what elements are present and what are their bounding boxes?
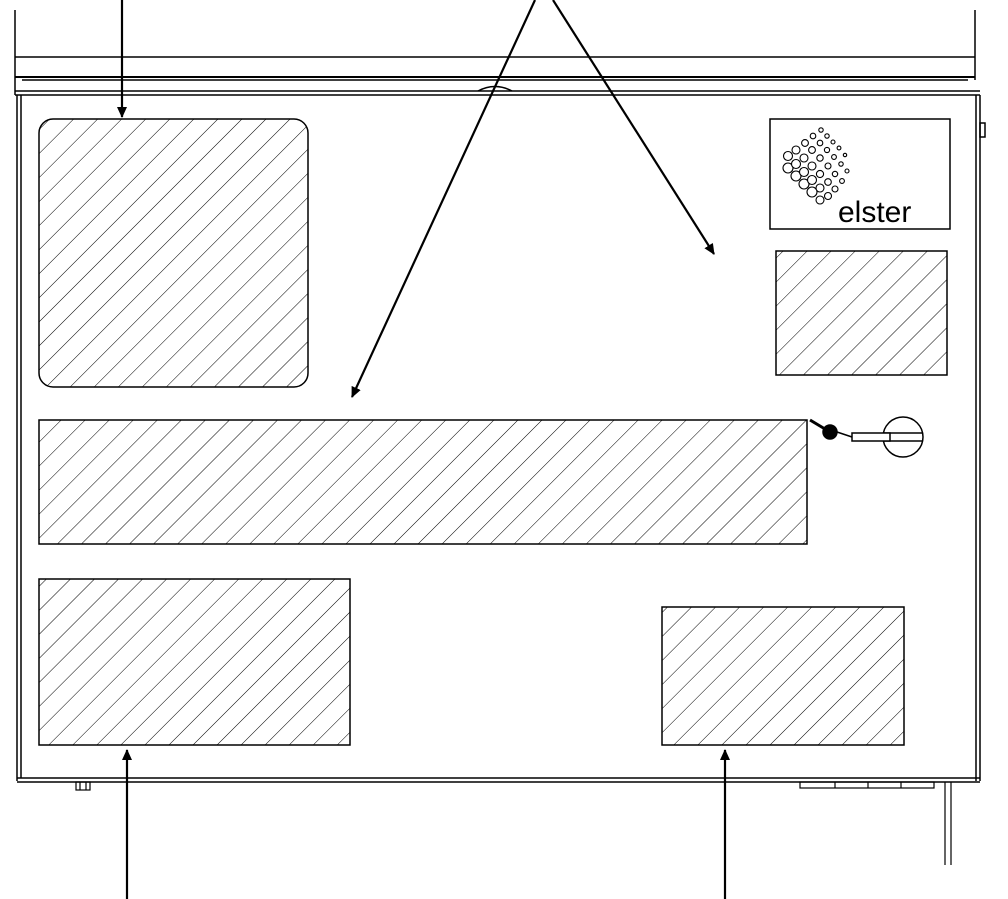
hatched-area-top-left <box>38 118 309 388</box>
hatched-area-bottom-right <box>661 606 905 746</box>
hatched-area-top-right <box>775 250 948 376</box>
enclosure-lid <box>14 10 980 96</box>
hatched-area-middle-wide <box>38 419 808 545</box>
key-lock-icon <box>809 416 924 458</box>
logo-wordmark: elster <box>838 196 911 229</box>
bottom-fittings <box>75 781 952 865</box>
dot-grid-logo-icon <box>782 127 850 205</box>
arrow-to-top-right-area <box>552 0 715 255</box>
elster-logo: elster <box>769 118 951 230</box>
pointer-arrows <box>117 0 730 899</box>
hatched-area-bottom-left <box>38 578 351 746</box>
arrow-to-middle-area <box>351 0 536 398</box>
